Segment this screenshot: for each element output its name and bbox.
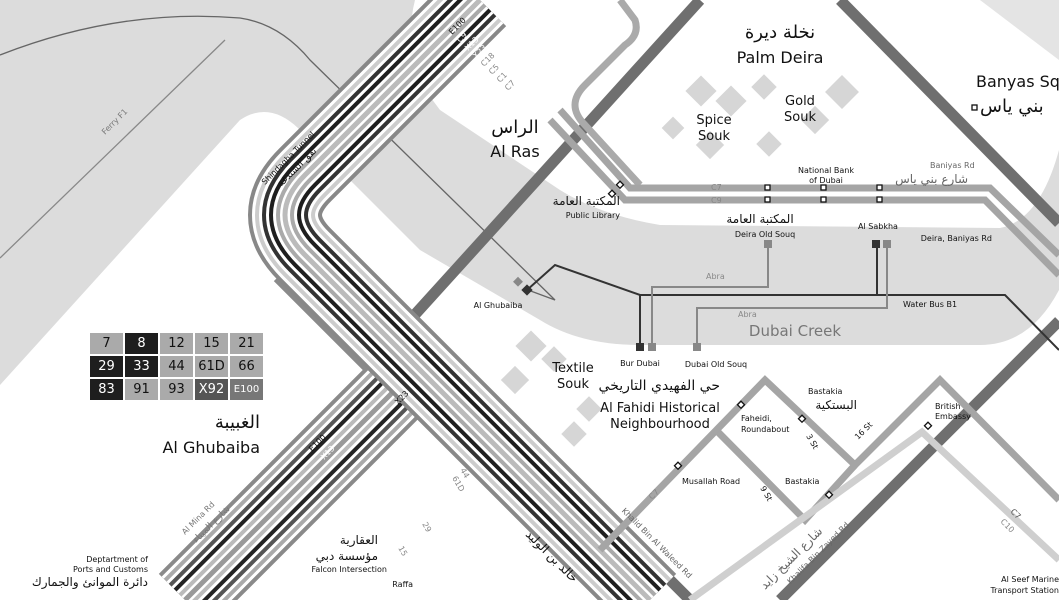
- textile-souk-1: Textile: [551, 361, 594, 376]
- bastakia-top-en: Bastakia: [808, 387, 842, 396]
- line-label: 44: [458, 467, 471, 480]
- route-badge[interactable]: 91: [125, 379, 158, 400]
- spice-souk-1: Spice: [696, 113, 731, 128]
- bastakia-stops: [673, 400, 933, 500]
- palm-deira-en: Palm Deira: [737, 48, 824, 67]
- british-embassy-1: British: [935, 402, 961, 411]
- route-badge[interactable]: 21: [230, 333, 263, 354]
- dubai-creek-label: Dubai Creek: [749, 322, 841, 340]
- ports-customs-ar: دائرة الموانئ والجمارك: [32, 575, 148, 590]
- al-fahidi-ar: حي الفهيدي التاريخي: [599, 378, 720, 394]
- national-bank-2: of Dubai: [809, 176, 843, 185]
- route-c10: [687, 427, 1059, 600]
- line-label: C9: [711, 196, 722, 205]
- route-badge[interactable]: 15: [195, 333, 228, 354]
- baniyas-rd-ar: شارع بني ياس: [895, 172, 968, 187]
- route-badge[interactable]: X92: [195, 379, 228, 400]
- al-fahidi-en1: Al Fahidi Historical: [600, 401, 720, 416]
- bur-dubai-label: Bur Dubai: [620, 359, 660, 368]
- bus-bundle-main: [248, 0, 677, 600]
- dubai-old-souq-label: Dubai Old Souq: [685, 360, 747, 369]
- loop-route: [571, 0, 643, 188]
- route-badge[interactable]: E100: [230, 379, 263, 400]
- al-ghubaiba-stop-label: Al Ghubaiba: [474, 301, 523, 310]
- shindagha-tunnel-path: [0, 15, 556, 301]
- al-seef-2: Transport Station: [989, 586, 1059, 595]
- spice-souk-2: Souk: [698, 129, 730, 144]
- line-label: 29: [420, 521, 433, 534]
- baniyas-rd-en: Baniyas Rd: [930, 161, 975, 170]
- palm-deira-ar: نخلة ديرة: [745, 22, 815, 43]
- faheidi-1: Faheidi,: [741, 414, 772, 423]
- public-library-ar: المكتبة العامة: [553, 194, 620, 208]
- deira-baniyas-label: Deira, Baniyas Rd: [921, 234, 992, 243]
- faheidi-2: Roundabout: [741, 425, 789, 434]
- route-badge[interactable]: 33: [125, 356, 158, 377]
- ports-customs-2: Ports and Customs: [73, 565, 148, 574]
- al-ghubaiba-ar: الغبيبة: [215, 412, 260, 433]
- al-seef-1: Al Seef Marine: [1001, 575, 1059, 584]
- water-bus-label: Water Bus B1: [903, 300, 957, 309]
- line-label: 33: [412, 529, 425, 542]
- route-badge[interactable]: 93: [160, 379, 193, 400]
- textile-souk-2: Souk: [557, 377, 589, 392]
- ferry-route: [0, 39, 226, 259]
- city-blocks: [500, 74, 859, 447]
- deira-old-souq-en: Deira Old Souq: [735, 230, 795, 239]
- al-ras-ar: الراس: [491, 117, 538, 138]
- water-routes: [526, 245, 1059, 351]
- route-badge[interactable]: 7: [90, 333, 123, 354]
- line-label: 15: [396, 545, 409, 558]
- top-right-water: [980, 0, 1059, 60]
- al-sabkha-label: Al Sabkha: [858, 222, 898, 231]
- route-c7-c9: [547, 107, 1059, 278]
- route-badge[interactable]: 66: [230, 356, 263, 377]
- route-badge[interactable]: 83: [90, 379, 123, 400]
- route-badge[interactable]: 12: [160, 333, 193, 354]
- route-badge[interactable]: 8: [125, 333, 158, 354]
- falcon-en: Falcon Intersection: [312, 565, 388, 574]
- al-ras-en: Al Ras: [490, 142, 539, 161]
- falcon-ar1: العقارية: [340, 533, 378, 548]
- 3st-label: 3 St: [804, 433, 820, 451]
- line-label: C7: [711, 183, 722, 192]
- abra-label-1: Abra: [706, 272, 725, 281]
- pier-markers: [513, 240, 891, 351]
- banyas-sq-ar: بني ياس: [980, 96, 1044, 117]
- gold-souk-1: Gold: [785, 94, 815, 109]
- musallah-label: Musallah Road: [682, 477, 740, 486]
- raffa-label: Raffa: [392, 580, 413, 589]
- bastakia-top-ar: البستكية: [815, 398, 857, 412]
- national-bank-1: National Bank: [798, 166, 854, 175]
- ports-customs-1: Deptartment of: [86, 555, 148, 564]
- falcon-ar2: مؤسسة دبي: [316, 549, 378, 564]
- route-badge[interactable]: 44: [160, 356, 193, 377]
- bus-stops: [607, 104, 978, 203]
- abra-label-2: Abra: [738, 310, 757, 319]
- british-embassy-2: Embassy: [935, 412, 971, 421]
- public-library-en: Public Library: [566, 211, 620, 220]
- al-ghubaiba-en: Al Ghubaiba: [162, 438, 260, 457]
- route-badge[interactable]: 29: [90, 356, 123, 377]
- gold-souk-2: Souk: [784, 110, 816, 125]
- line-label: 83: [404, 537, 417, 550]
- deira-old-souq-ar: المكتبة العامة: [726, 212, 793, 226]
- banyas-sq-en: Banyas Sq: [976, 72, 1059, 91]
- line-label: 92: [428, 513, 441, 526]
- route-badge[interactable]: 61D: [195, 356, 228, 377]
- al-fahidi-en2: Neighbourhood: [610, 417, 710, 432]
- bastakia-label: Bastakia: [785, 477, 819, 486]
- 16st-label: 16 St: [853, 420, 874, 441]
